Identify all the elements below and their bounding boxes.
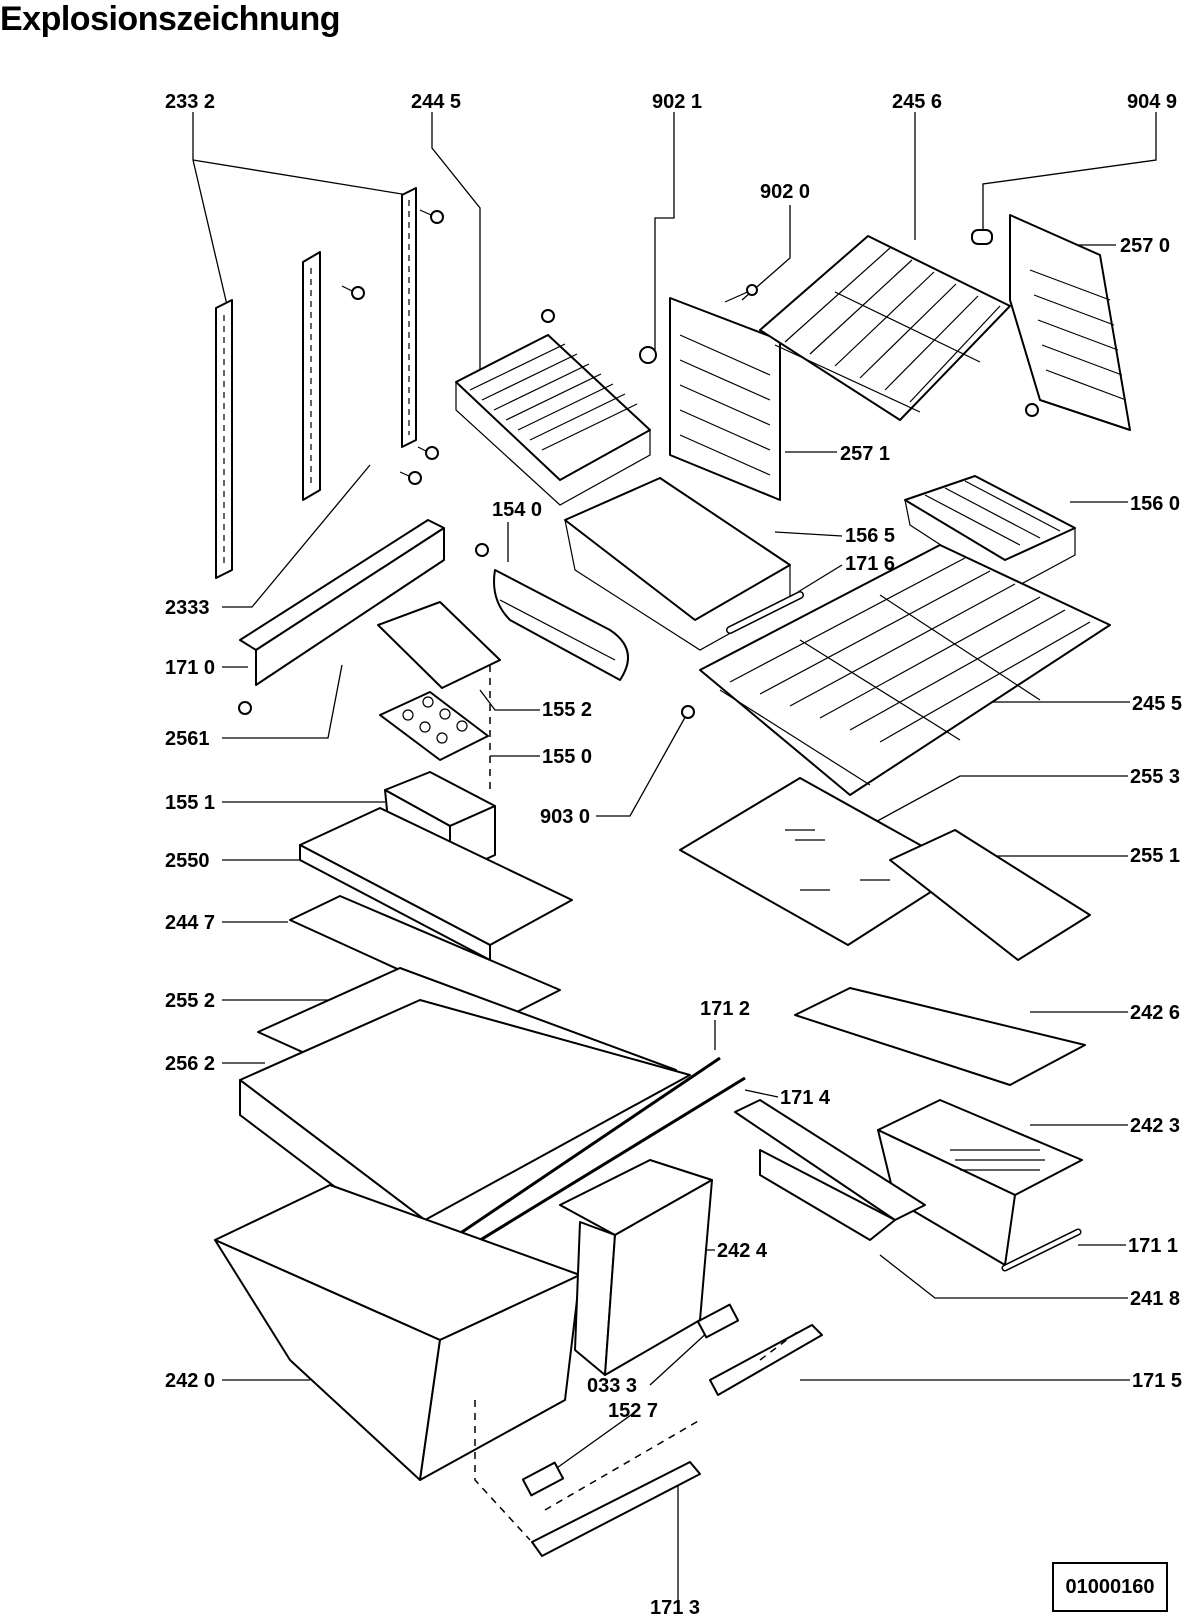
part-label: 242 4 bbox=[717, 1240, 768, 1262]
part-label: 255 3 bbox=[1130, 766, 1180, 788]
part-label: 154 0 bbox=[492, 499, 542, 521]
dashed-guide-lower bbox=[474, 1329, 801, 1541]
wire-shelf-upper bbox=[759, 235, 1011, 421]
front-rail bbox=[239, 519, 445, 686]
part-label: 257 0 bbox=[1120, 235, 1170, 257]
part-label: 156 5 bbox=[845, 525, 895, 547]
clip-904-9 bbox=[971, 229, 993, 245]
part-label: 255 1 bbox=[1130, 845, 1180, 867]
strip-171-3 bbox=[531, 1461, 701, 1557]
ladder-rail-left bbox=[215, 299, 233, 579]
part-label: 904 9 bbox=[1127, 91, 1177, 113]
ice-tray bbox=[904, 475, 1076, 591]
drawer-frame-right bbox=[794, 987, 1086, 1086]
part-label: 902 0 bbox=[760, 181, 810, 203]
part-label: 171 2 bbox=[700, 998, 750, 1020]
handle-clip-lower bbox=[521, 1461, 565, 1497]
page-title: Explosionszeichnung bbox=[0, 0, 340, 38]
part-label: 257 1 bbox=[840, 443, 890, 465]
glass-shelf-right bbox=[889, 829, 1091, 961]
part-label: 902 1 bbox=[652, 91, 702, 113]
part-label: 171 5 bbox=[1132, 1370, 1182, 1392]
crisper-drawer-medium bbox=[559, 1159, 713, 1376]
part-label: 241 8 bbox=[1130, 1288, 1180, 1310]
screws bbox=[238, 209, 1039, 715]
part-label: 171 3 bbox=[650, 1597, 700, 1619]
side-frame-left bbox=[669, 297, 781, 501]
part-label: 244 7 bbox=[165, 912, 215, 934]
ladder-rail-center bbox=[302, 251, 321, 501]
part-label: 256 2 bbox=[165, 1053, 215, 1075]
wire-basket bbox=[455, 334, 651, 506]
part-label: 255 2 bbox=[165, 990, 215, 1012]
part-label: 2333 bbox=[165, 597, 210, 619]
part-label: 155 2 bbox=[542, 699, 592, 721]
part-label: 155 0 bbox=[542, 746, 592, 768]
part-label: 2550 bbox=[165, 850, 210, 872]
part-labels: 233 2 244 5 902 1 245 6 904 9 902 0 257 … bbox=[165, 91, 1182, 1619]
part-label: 171 4 bbox=[780, 1087, 831, 1109]
part-label: 903 0 bbox=[540, 806, 590, 828]
part-label: 156 0 bbox=[1130, 493, 1180, 515]
document-number: 01000160 bbox=[1065, 1575, 1155, 1598]
part-label: 245 6 bbox=[892, 91, 942, 113]
part-label: 244 5 bbox=[411, 91, 461, 113]
egg-tray bbox=[379, 691, 489, 761]
rod-171-2 bbox=[427, 1056, 721, 1257]
crisper-drawer-small bbox=[877, 1099, 1083, 1266]
leader-lines bbox=[192, 112, 1157, 1600]
wire-shelf-lower bbox=[699, 544, 1111, 796]
side-frame-right bbox=[1009, 214, 1131, 431]
ring-clip bbox=[639, 346, 657, 364]
part-label: 242 0 bbox=[165, 1370, 215, 1392]
flip-cover bbox=[493, 569, 629, 681]
part-label: 245 5 bbox=[1132, 693, 1182, 715]
part-label: 233 2 bbox=[165, 91, 215, 113]
part-label: 242 3 bbox=[1130, 1115, 1180, 1137]
part-label: 242 6 bbox=[1130, 1002, 1180, 1024]
ladder-rail-right bbox=[401, 187, 417, 448]
part-label: 033 3 bbox=[587, 1375, 637, 1397]
pin-903-0 bbox=[681, 705, 695, 719]
strip-171-5 bbox=[709, 1324, 823, 1396]
storage-tray bbox=[564, 477, 791, 651]
crisper-drawer-large bbox=[214, 1184, 581, 1481]
part-label: 171 0 bbox=[165, 657, 215, 679]
part-label: 2561 bbox=[165, 728, 210, 750]
egg-lid bbox=[377, 601, 501, 689]
drawer-support bbox=[734, 1099, 926, 1241]
document-number-box: 01000160 bbox=[1052, 1562, 1168, 1612]
part-label: 155 1 bbox=[165, 792, 215, 814]
handle-clip-upper bbox=[696, 1303, 740, 1339]
part-label: 171 6 bbox=[845, 553, 895, 575]
part-label: 152 7 bbox=[608, 1400, 658, 1422]
part-label: 171 1 bbox=[1128, 1235, 1178, 1257]
pin-902-0 bbox=[724, 284, 758, 303]
